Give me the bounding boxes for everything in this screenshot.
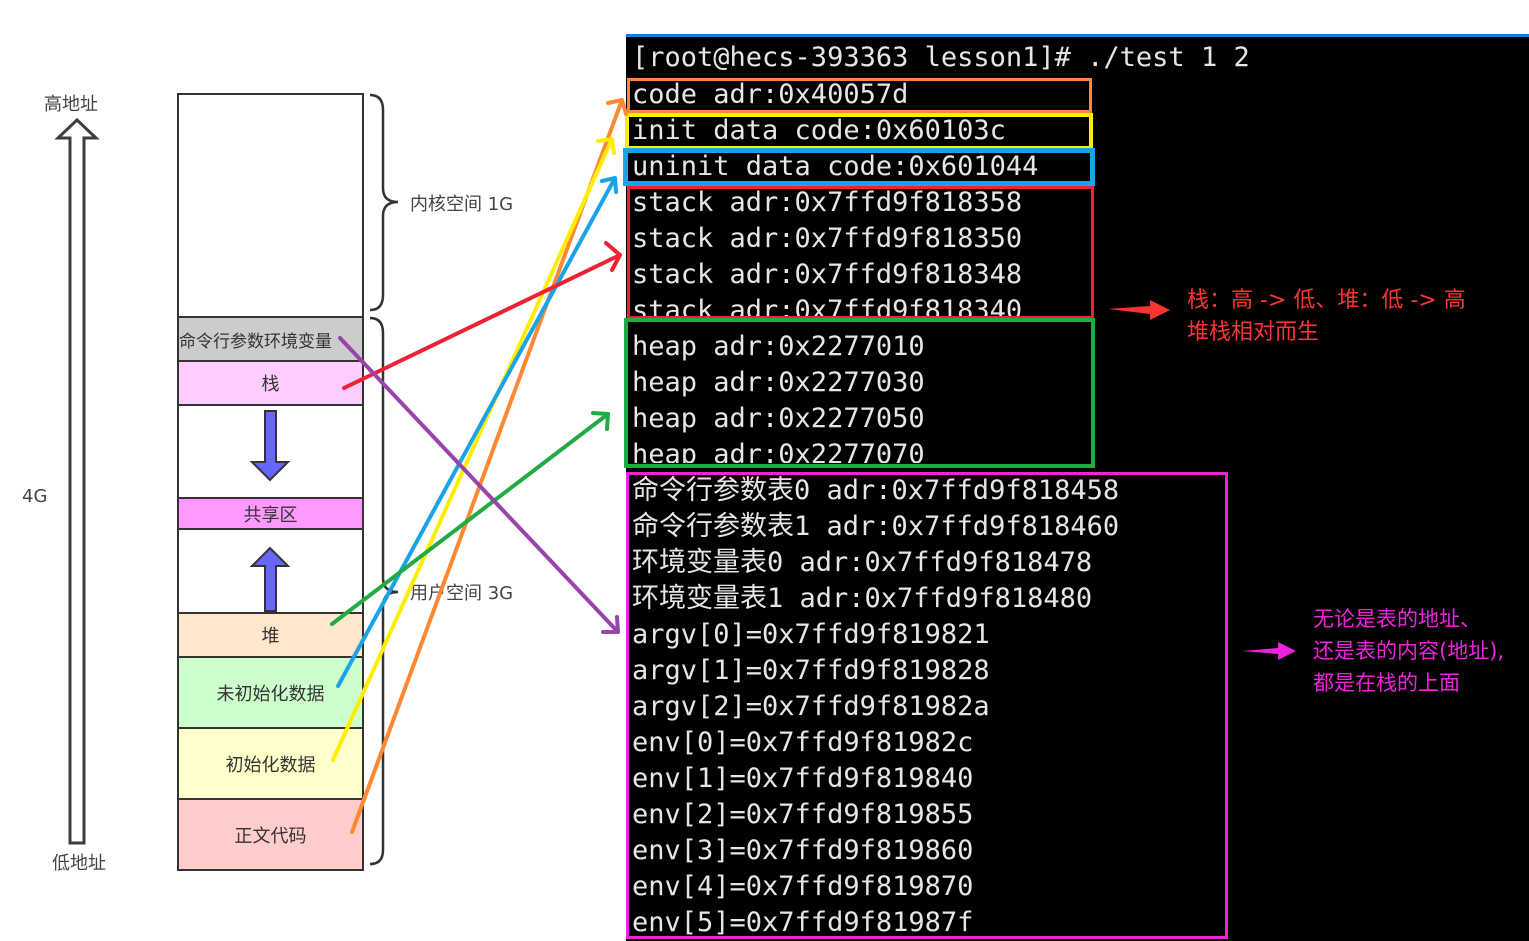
code-connector-arrow-icon: [350, 98, 628, 834]
terminal-env-line: env[4]=0x7ffd9f819870: [632, 871, 974, 902]
table-note-line: 还是表的内容(地址),: [1313, 639, 1505, 663]
segment-args-env: 命令行参数环境变量: [177, 316, 364, 362]
terminal-env-line: env[5]=0x7ffd9f81987f: [632, 907, 974, 935]
highlight-box-code: [627, 78, 1092, 113]
highlight-box-uninit-data: [623, 148, 1095, 186]
kernel-brace-icon: [369, 93, 399, 312]
init-data-connector-arrow-icon: [331, 137, 616, 762]
terminal-stack-line: stack adr:0x7ffd9f818358: [632, 187, 1023, 218]
terminal-heap-line: heap adr:0x2277030: [632, 367, 925, 398]
terminal-env-line: env[0]=0x7ffd9f81982c: [632, 727, 974, 758]
segment-data: 初始化数据: [177, 727, 364, 800]
args-env-connector-arrow-icon: [338, 336, 620, 634]
terminal-stack-line: stack adr:0x7ffd9f818340: [632, 295, 1023, 317]
terminal-prompt-line: [root@hecs-393363 lesson1]# ./test 1 2: [632, 42, 1250, 73]
segment-heap-label: 堆: [261, 626, 280, 647]
stack-heap-note-line: 栈：高 -> 低、堆：低 -> 高: [1187, 288, 1466, 313]
stack-heap-note-line: 堆栈相对而生: [1187, 320, 1320, 345]
terminal-env-line: env[1]=0x7ffd9f819840: [632, 763, 974, 794]
table-note-line: 都是在栈的上面: [1313, 671, 1460, 695]
terminal-code-line: code adr:0x40057d: [632, 79, 909, 110]
high-address-label: 高地址: [44, 94, 98, 115]
terminal-table-line: 命令行参数表0 adr:0x7ffd9f818458: [632, 475, 1120, 506]
kernel-space-label: 内核空间 1G: [410, 194, 514, 215]
highlight-box-heap: [624, 318, 1095, 468]
terminal-table-line: 命令行参数表1 adr:0x7ffd9f818460: [632, 511, 1120, 542]
bss-connector-arrow-icon: [336, 176, 618, 688]
segment-text: 正文代码: [177, 798, 364, 871]
table-note-arrow-icon: [1242, 642, 1296, 660]
terminal-uninit-data-line: uninit data code:0x601044: [632, 151, 1039, 182]
terminal-table-line: 环境变量表0 adr:0x7ffd9f818478: [632, 547, 1093, 578]
address-direction-arrow-icon: [54, 117, 100, 845]
stack-connector-arrow-icon: [342, 241, 622, 390]
segment-stack-label: 栈: [261, 374, 280, 395]
terminal-argv-line: argv[2]=0x7ffd9f81982a: [632, 691, 990, 722]
segment-args-env-label: 命令行参数环境变量: [179, 331, 332, 352]
heap-connector-arrow-icon: [330, 411, 610, 626]
terminal-table-line: 环境变量表1 adr:0x7ffd9f818480: [632, 583, 1093, 614]
stack-heap-note: 栈：高 -> 低、堆：低 -> 高 堆栈相对而生: [1187, 285, 1466, 349]
segment-shared-label: 共享区: [243, 504, 298, 526]
segment-data-label: 初始化数据: [225, 754, 316, 776]
heap-grows-up-icon: [249, 546, 291, 612]
stack-grows-down-icon: [249, 410, 291, 482]
terminal-stack-line: stack adr:0x7ffd9f818348: [632, 259, 1023, 290]
stack-note-arrow-icon: [1108, 300, 1170, 320]
highlight-box-tables: [626, 472, 1228, 939]
table-note-line: 无论是表的地址、: [1313, 607, 1481, 631]
terminal-env-line: env[2]=0x7ffd9f819855: [632, 799, 974, 830]
terminal-stack-line: stack adr:0x7ffd9f818350: [632, 223, 1023, 254]
segment-bss-label: 未初始化数据: [216, 683, 325, 705]
total-size-label: 4G: [22, 486, 48, 507]
terminal-heap-line: heap adr:0x2277070: [632, 439, 925, 463]
user-space-label: 用户空间 3G: [410, 583, 514, 604]
terminal-heap-line: heap adr:0x2277010: [632, 331, 925, 362]
terminal-argv-line: argv[0]=0x7ffd9f819821: [632, 619, 990, 650]
terminal-argv-line: argv[1]=0x7ffd9f819828: [632, 655, 990, 686]
terminal-heap-line: heap adr:0x2277050: [632, 403, 925, 434]
growth-arrows: [249, 93, 399, 866]
highlight-box-stack: [627, 186, 1094, 319]
user-brace-icon: [369, 316, 399, 866]
terminal-env-line: env[3]=0x7ffd9f819860: [632, 835, 974, 866]
segment-shared: 共享区: [177, 497, 364, 530]
table-location-note: 无论是表的地址、 还是表的内容(地址), 都是在栈的上面: [1313, 603, 1504, 699]
terminal-init-data-line: init data code:0x60103c: [632, 115, 1006, 146]
segment-text-label: 正文代码: [234, 825, 307, 847]
low-address-label: 低地址: [52, 853, 106, 874]
